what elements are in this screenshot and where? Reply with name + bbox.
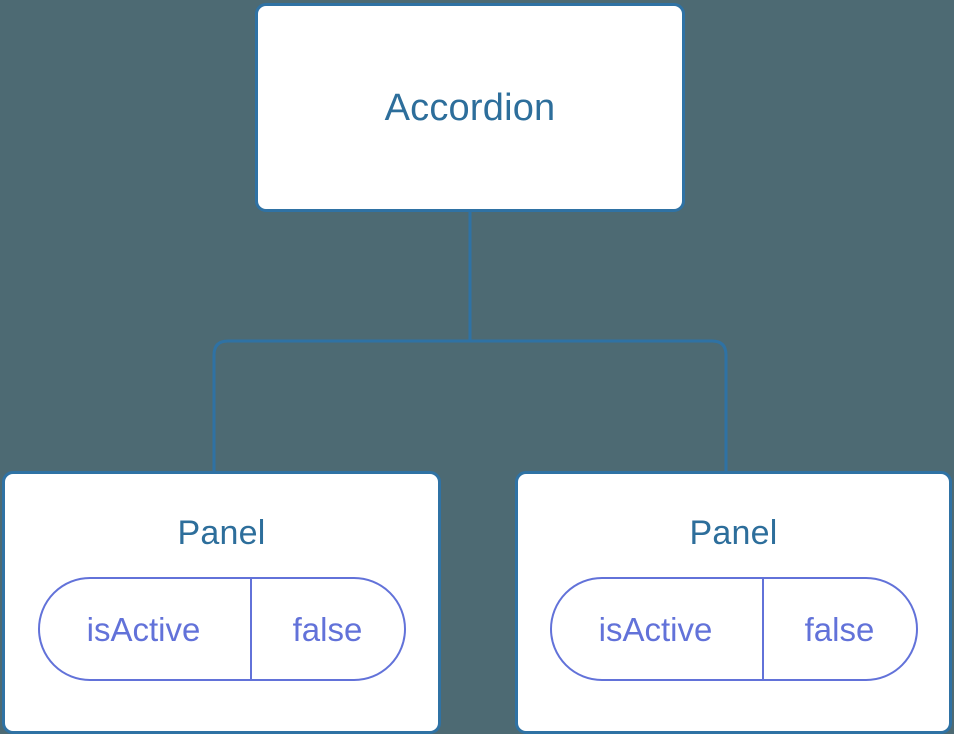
node-panel-1[interactable]: Panel isActive false <box>515 471 952 734</box>
node-panel-0-prop-pill[interactable]: isActive false <box>37 577 406 681</box>
node-panel-1-prop-key: isActive <box>552 579 764 679</box>
node-accordion-label: Accordion <box>384 86 556 129</box>
node-panel-0-prop-value: false <box>292 610 363 648</box>
node-panel-0[interactable]: Panel isActive false <box>2 471 441 734</box>
node-accordion[interactable]: Accordion <box>255 3 685 212</box>
connector-branch-left <box>212 339 470 473</box>
node-panel-1-prop-value: false <box>804 610 875 648</box>
node-panel-1-label: Panel <box>689 514 778 552</box>
node-panel-0-label: Panel <box>177 514 266 552</box>
connector-branch-right <box>470 339 728 473</box>
node-panel-1-prop-pill[interactable]: isActive false <box>549 577 918 681</box>
node-panel-0-prop-key: isActive <box>40 579 252 679</box>
